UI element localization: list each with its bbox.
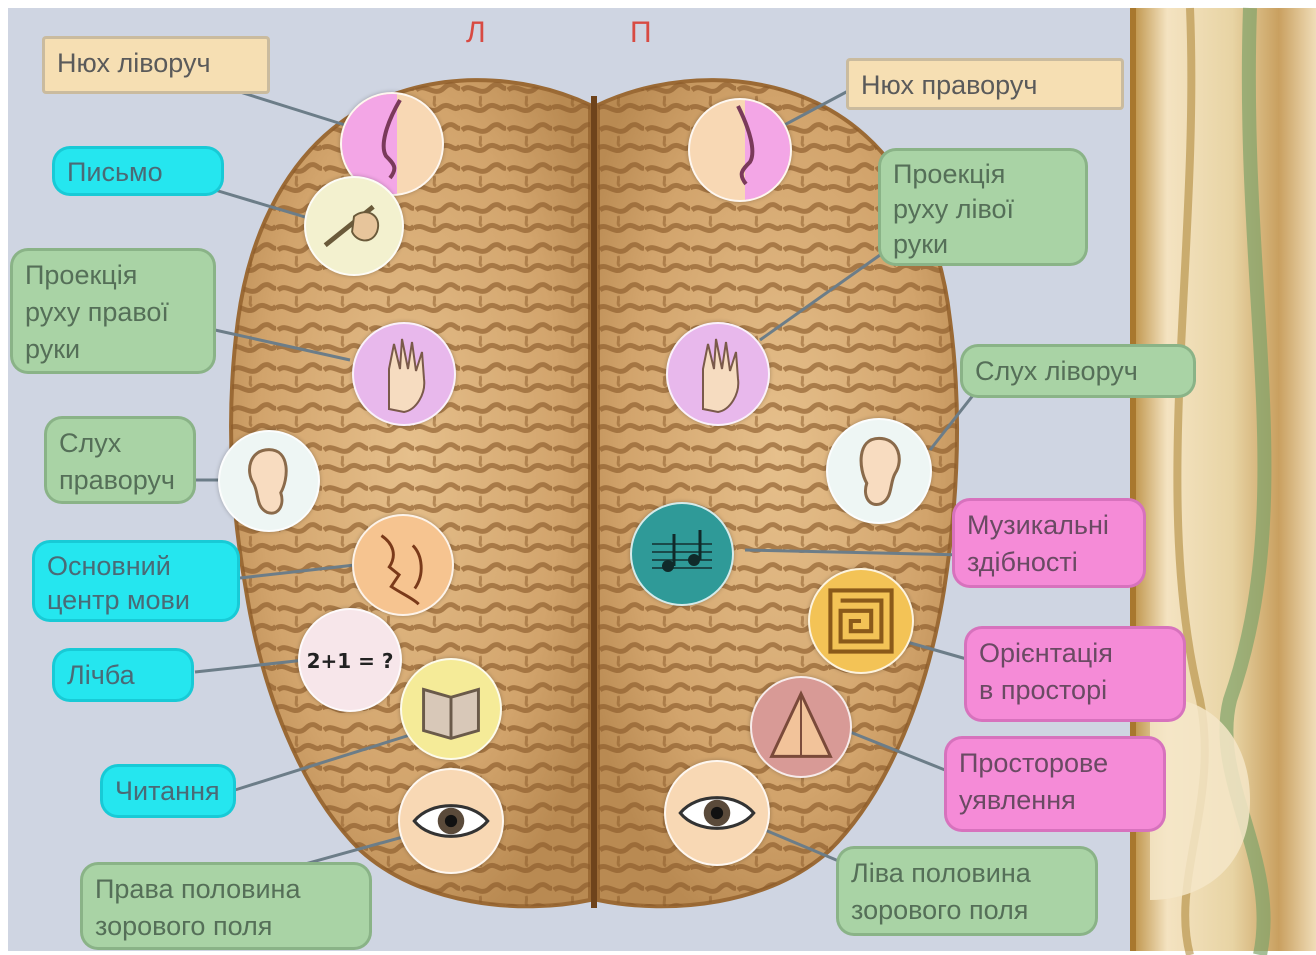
nose-icon-right [688,98,792,202]
eye-icon-right [664,760,770,866]
right-visual-field-label: Права половина зорового поля [80,862,372,950]
writing-hand-icon [304,176,404,276]
reading-label: Читання [100,764,236,818]
projection-right-hand-label: Проекція руху правої руки [10,248,216,374]
hearing-right-label: Слух праворуч [44,416,196,504]
writing-label: Письмо [52,146,224,196]
math-icon: 2+1 = ? [298,608,402,712]
counting-label: Лічба [52,648,194,702]
music-notes-icon [630,502,734,606]
smell-right-label: Нюх праворуч [846,58,1124,110]
orientation-label: Орієнтація в просторі [964,626,1186,722]
ear-icon [218,430,320,532]
speech-face-icon [352,514,454,616]
ear-icon-right [826,418,932,524]
maze-icon [808,568,914,674]
left-visual-field-label: Ліва половина зорового поля [836,846,1098,936]
spatial-imagination-label: Просторове уявлення [944,736,1166,832]
hearing-left-label: Слух ліворуч [960,344,1196,398]
book-icon [400,658,502,760]
hand-icon [352,322,456,426]
math-icon-text: 2+1 = ? [307,649,394,673]
mountain-icon [750,676,852,778]
projection-left-hand-label: Проекція руху лівої руки [878,148,1088,266]
eye-icon [398,768,504,874]
right-hemisphere-label: П [630,16,652,50]
smell-left-label: Нюх ліворуч [42,36,270,94]
hand-icon-right [666,322,770,426]
left-hemisphere-label: Л [466,16,486,50]
musical-abilities-label: Музикальні здібності [952,498,1146,588]
speech-center-label: Основний центр мови [32,540,240,622]
